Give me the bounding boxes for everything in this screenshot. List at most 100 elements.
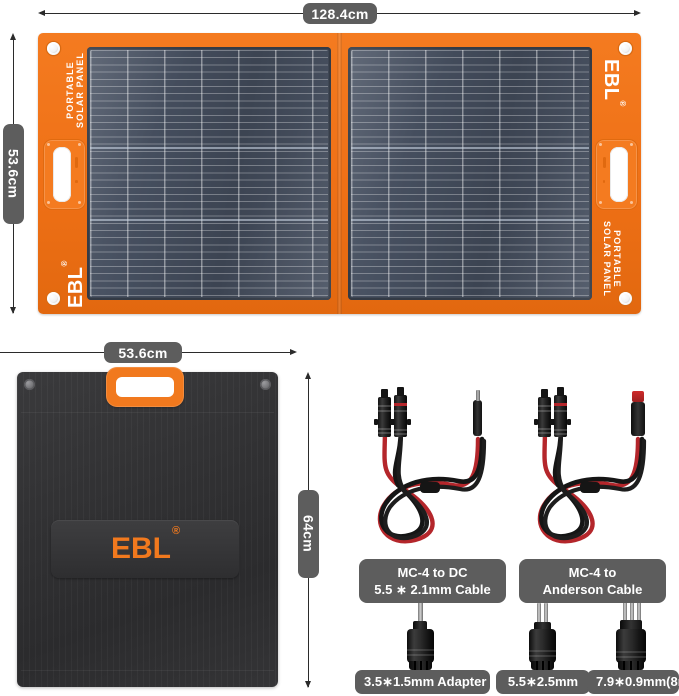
panel-handle-left[interactable] (43, 139, 86, 210)
busbar-right-1 (350, 147, 589, 149)
handle-slot-left (75, 157, 78, 168)
handle-screw-tl-left (47, 143, 50, 146)
adapter-skirt-5p5x2p5 (531, 661, 554, 670)
dimension-arrow-open-height-top (9, 33, 16, 40)
panel-wing-right: EBL® PORTABLE SOLAR PANEL (340, 33, 642, 314)
panel-handle-right[interactable] (594, 139, 638, 210)
solar-cell-array-left (87, 47, 331, 300)
handle-screw-bl-left (47, 201, 50, 204)
adapter-pin-3p5x1p5 (418, 602, 423, 624)
folded-solar-panel[interactable]: EBL® (17, 367, 278, 687)
folded-seam-top (21, 412, 274, 413)
adapter-ring-1 (616, 651, 646, 653)
handle-dot-left (75, 180, 78, 183)
adapter-pin-7p9x0p9-mid (630, 598, 634, 626)
mc4-male-tip (557, 387, 564, 396)
ebl-wordmark: EBL® (110, 525, 181, 565)
folded-grommet-top-right (260, 379, 271, 390)
adapter-skirt-tooth-1 (414, 661, 416, 670)
handle-screw-br-right (629, 201, 633, 204)
mc4-male-wing-right (567, 419, 571, 425)
adapter-body-7p9x0p9 (616, 629, 646, 663)
folded-seam-bottom (21, 670, 274, 671)
adapter-ring-1 (407, 649, 434, 651)
mc4-male-wing-left (550, 419, 554, 425)
adapter-ring-2 (407, 654, 434, 656)
folded-panel-handle-hole (116, 377, 174, 397)
mc4-connector-female (374, 389, 395, 437)
mc4-connector-male (390, 387, 411, 437)
adapter-skirt-tooth-2 (420, 661, 422, 670)
dc-barrel-plug (473, 390, 482, 436)
ebl-logo-left: EBL® (60, 260, 88, 309)
dimension-arrow-folded-width-right (290, 348, 297, 355)
side-text-line2: SOLAR PANEL (601, 221, 612, 297)
registered-mark: ® (171, 525, 181, 537)
dimension-arrow-folded-height-top (304, 372, 311, 379)
adapter-5p5x2p5[interactable]: 5.5∗2.5mm (496, 598, 590, 694)
adapter-ring-1 (529, 650, 556, 652)
side-text-portable-solar-panel-right: PORTABLE SOLAR PANEL (601, 221, 622, 297)
adapter-neck-3p5x1p5 (413, 621, 427, 632)
mc4-female-wing-left (534, 419, 538, 425)
adapter-ring-2 (529, 655, 556, 657)
cable-mc4-to-dc-wires (377, 425, 487, 544)
mc4-female-rib-2 (378, 410, 391, 412)
adapter-body-5p5x2p5 (529, 629, 556, 663)
handle-screw-bl-right (598, 201, 602, 204)
panel-wing-left: PORTABLE SOLAR PANEL EBL® (38, 33, 340, 314)
cable-tie-mc4-dc (420, 482, 440, 493)
handle-screw-tl-right (598, 143, 602, 146)
dimension-badge-folded-width: 53.6cm (104, 342, 182, 363)
dimension-arrow-open-height-bottom (9, 307, 16, 314)
adapter-pin-5p5x2p5-left (537, 603, 541, 627)
open-solar-panel[interactable]: PORTABLE SOLAR PANEL EBL® EBL® (38, 33, 641, 314)
adapter-3p5x1p5[interactable]: 3.5∗1.5mm Adapter (355, 600, 495, 694)
busbar-left-2 (90, 219, 328, 221)
adapter-skirt-3p5x1p5 (409, 661, 432, 670)
grommet-top-left (47, 42, 60, 55)
adapter-label-3p5x1p5: 3.5∗1.5mm Adapter (355, 670, 490, 694)
adapter-skirt-tooth-1 (536, 661, 538, 670)
solar-cell-grid-left (90, 50, 328, 297)
mc4-connector-male (550, 387, 571, 437)
side-text-line2: SOLAR PANEL (74, 52, 85, 128)
mc4-male-wing-left (390, 419, 394, 425)
handle-screw-tr-left (78, 143, 81, 146)
adapter-pin-7p9x0p9-right (637, 598, 641, 626)
adapter-neck-5p5x2p5 (534, 622, 551, 632)
mc4-male-rib-3 (394, 433, 407, 435)
adapter-label-7p9x0p9: 7.9∗0.9mm(8mm) (587, 670, 679, 694)
adapter-7p9x0p9[interactable]: 7.9∗0.9mm(8mm) (587, 594, 679, 694)
adapter-skirt-tooth-3 (548, 661, 550, 670)
registered-mark: ® (59, 259, 69, 267)
panel-handle-hole-right (609, 147, 628, 202)
adapter-skirt-tooth-2 (630, 661, 632, 670)
cable-mc4-to-dc[interactable]: MC-4 to DC 5.5 ∗ 2.1mm Cable (359, 385, 506, 604)
adapter-skirt-tooth-1 (623, 661, 625, 670)
mc4-female-rib-4 (538, 432, 551, 434)
mc4-female-tip (381, 389, 388, 398)
mc4-female-rib-1 (378, 405, 391, 407)
adapter-pin-5p5x2p5-right (544, 603, 548, 627)
mc4-male-red-ring (394, 403, 407, 406)
busbar-right-2 (350, 219, 589, 221)
handle-screw-tr-right (629, 143, 633, 146)
mc4-female-rib-1 (538, 405, 551, 407)
side-text-line1: PORTABLE (611, 230, 622, 288)
mc4-connector-female (534, 389, 555, 437)
mc4-female-wing-left (374, 419, 378, 425)
folded-panel-handle[interactable] (106, 367, 184, 407)
ebl-wordmark: EBL (599, 59, 622, 101)
busbar-left-1 (90, 147, 328, 149)
cable-mc4-to-anderson[interactable]: MC-4 to Anderson Cable (519, 385, 666, 604)
mc4-female-tip (541, 389, 548, 398)
ebl-wordmark: EBL (65, 266, 87, 309)
side-text-portable-solar-panel-left: PORTABLE SOLAR PANEL (65, 52, 85, 128)
cable-tie-mc4-anderson (580, 482, 600, 493)
adapter-skirt-tooth-3 (426, 661, 428, 670)
mc4-male-rib-2 (394, 429, 407, 431)
cable-label-mc4-to-anderson: MC-4 to Anderson Cable (519, 559, 666, 604)
mc4-female-rib-2 (538, 410, 551, 412)
mc4-male-rib-2 (554, 429, 567, 431)
